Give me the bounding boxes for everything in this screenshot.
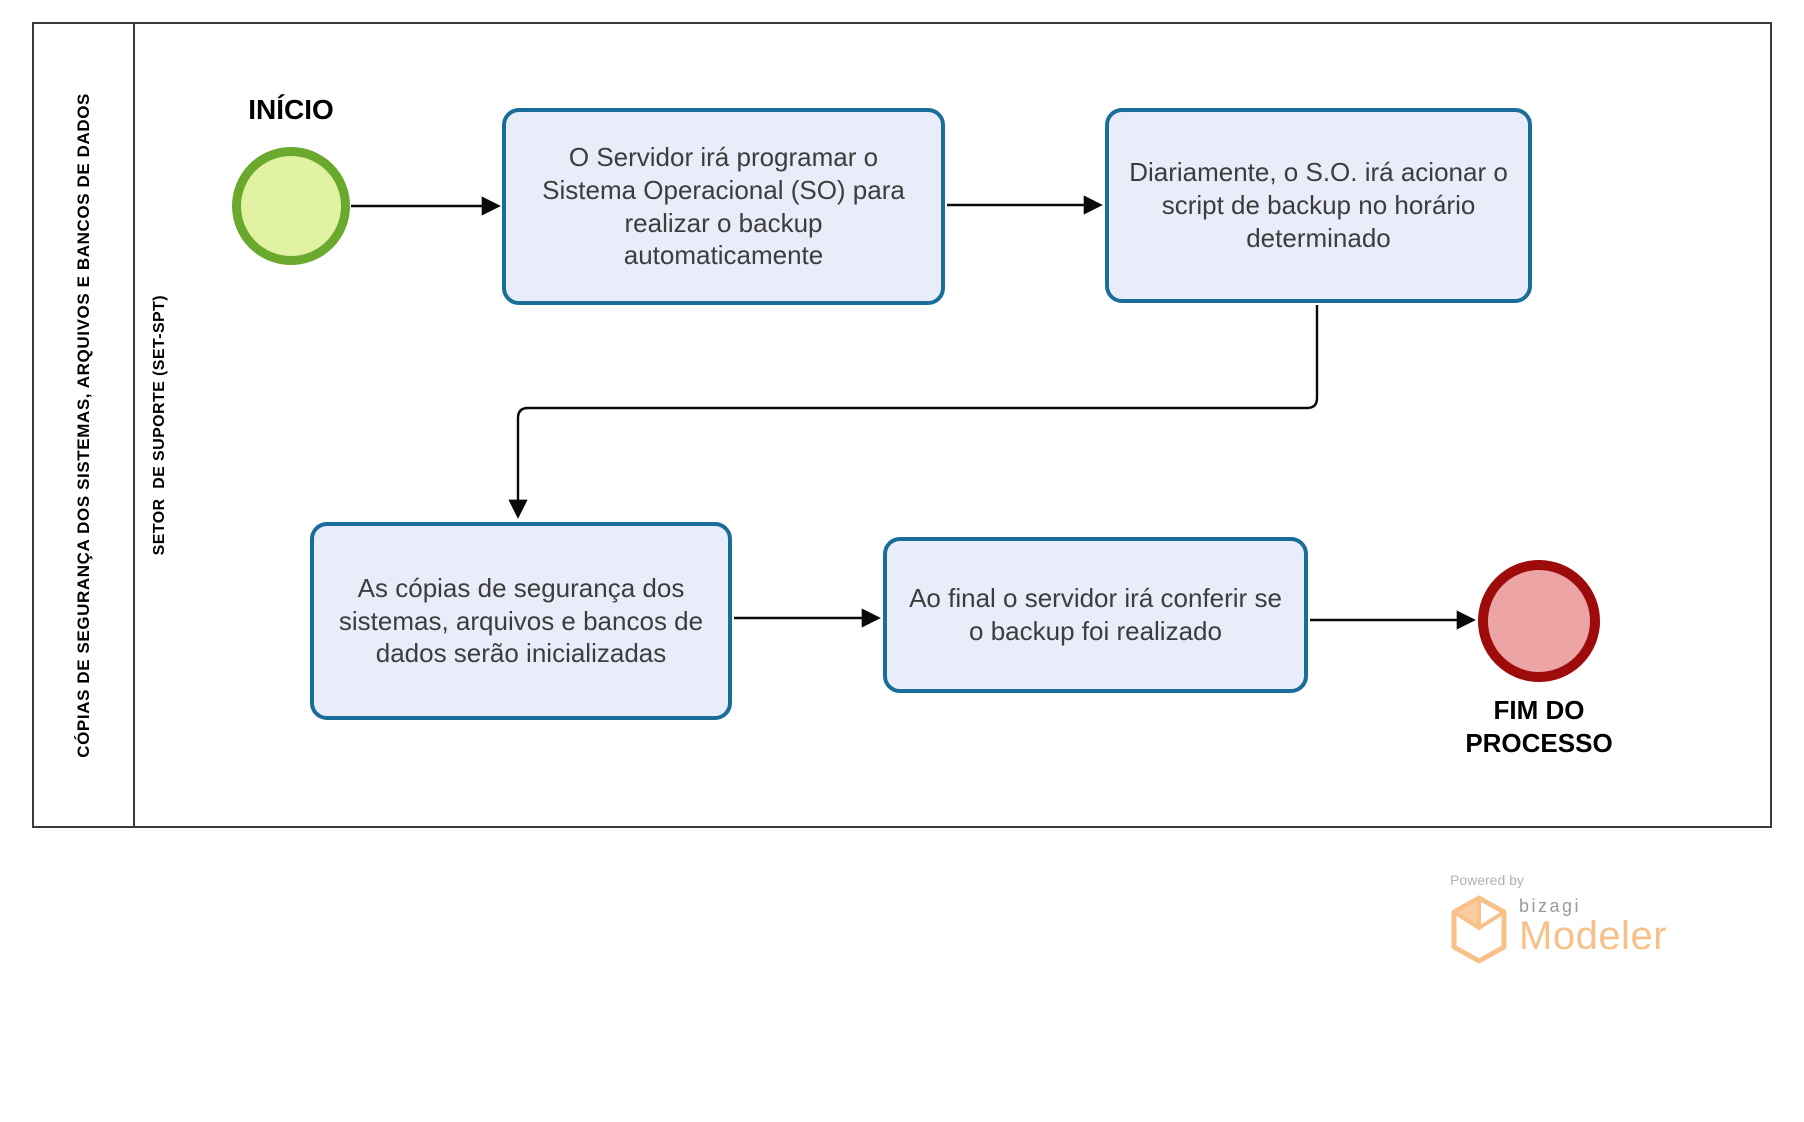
pool-title: CÓPIAS DE SEGURANÇA DOS SISTEMAS, ARQUIV… xyxy=(73,92,93,758)
start-event-label: INÍCIO xyxy=(248,94,334,125)
end-event-label: FIM DO PROCESSO xyxy=(1465,695,1613,758)
task-copies-initialized: As cópias de segurança dos sistemas, arq… xyxy=(310,522,732,720)
bizagi-branding: Powered by bizagi Modeler xyxy=(1450,872,1730,965)
modeler-wordmark: Modeler xyxy=(1519,914,1668,958)
end-event xyxy=(1478,560,1600,682)
task-verify-backup: Ao final o servidor irá conferir se o ba… xyxy=(883,537,1308,693)
lane-label-area: SETOR DE SUPORTE (SET-SPT) xyxy=(135,24,185,826)
pool-label-band: CÓPIAS DE SEGURANÇA DOS SISTEMAS, ARQUIV… xyxy=(34,24,135,826)
powered-by-text: Powered by xyxy=(1450,872,1524,888)
task-text: O Servidor irá programar o Sistema Opera… xyxy=(542,142,905,271)
bizagi-cube-icon xyxy=(1451,895,1507,964)
bizagi-wordmark: bizagi xyxy=(1519,896,1582,916)
task-daily-script-trigger: Diariamente, o S.O. irá acionar o script… xyxy=(1105,108,1532,303)
task-text: As cópias de segurança dos sistemas, arq… xyxy=(338,572,704,669)
task-program-os-backup: O Servidor irá programar o Sistema Opera… xyxy=(502,108,945,305)
start-event xyxy=(232,147,350,265)
task-text: Ao final o servidor irá conferir se o ba… xyxy=(909,583,1282,646)
task-text: Diariamente, o S.O. irá acionar o script… xyxy=(1129,157,1508,253)
lane-title: SETOR DE SUPORTE (SET-SPT) xyxy=(151,294,168,556)
